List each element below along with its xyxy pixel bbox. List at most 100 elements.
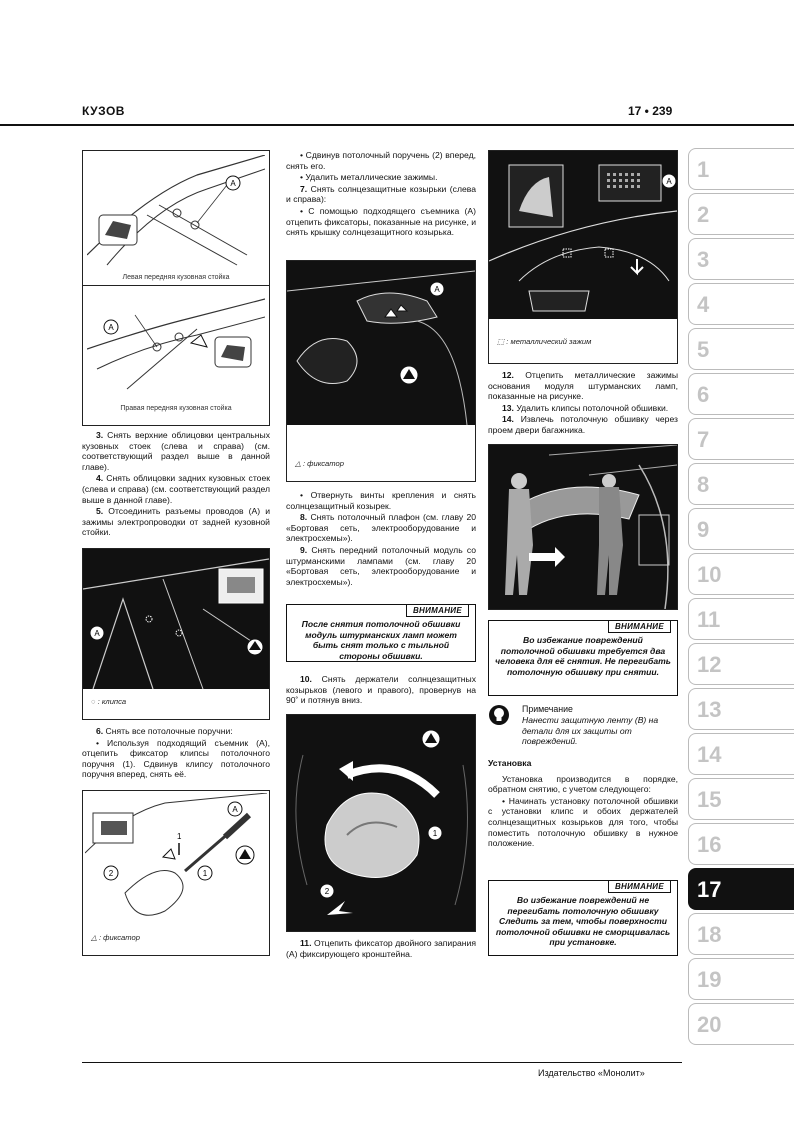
chapter-tab-16[interactable]: 16	[688, 823, 794, 865]
chapter-tab-12[interactable]: 12	[688, 643, 794, 685]
right-pillar-drawing: A	[87, 298, 265, 390]
figure-metal-clamps: A ⬚ : металлический зажим	[488, 150, 678, 364]
headliner-overlay	[505, 445, 677, 609]
chapter-tab-label: 13	[697, 697, 722, 722]
chapter-tab-15[interactable]: 15	[688, 778, 794, 820]
svg-text:2: 2	[109, 869, 114, 878]
svg-text:1: 1	[203, 869, 208, 878]
column-2-text-b: • Отвернуть винты крепления и снять солн…	[286, 490, 476, 588]
chapter-tab-label: 4	[697, 292, 710, 317]
svg-text:A: A	[434, 285, 440, 294]
warning-text-3: Во избежание повреждений не перегибать п…	[495, 895, 671, 948]
step-9: 9. Снять передний потолочный модуль со ш…	[286, 544, 476, 587]
clip-legend: ◌ : клипса	[91, 697, 127, 706]
step-5: 5. Отсоединить разъемы проводов (A) и за…	[82, 506, 270, 538]
left-pillar-drawing: A	[87, 155, 265, 266]
svg-text:1: 1	[433, 829, 438, 838]
chapter-tab-label: 20	[697, 1012, 722, 1037]
figure-grab-handle: A 2 1 1 △ : фиксатор	[82, 790, 270, 956]
column-2-text-d: 11. Отцепить фиксатор двойного запирания…	[286, 938, 476, 960]
chapter-tab-14[interactable]: 14	[688, 733, 794, 775]
chapter-tab-9[interactable]: 9	[688, 508, 794, 550]
svg-text:A: A	[108, 323, 114, 332]
svg-text:A: A	[232, 805, 238, 814]
left-pillar-caption: Левая передняя кузовная стойка	[122, 274, 230, 281]
bullet-slide-handle: • Сдвинув потолочный поручень (2) вперед…	[286, 150, 476, 171]
chapter-tab-label: 8	[697, 472, 710, 497]
install-bullet: • Начинать установку потолочной обшивки …	[488, 795, 678, 849]
note-title: Примечание	[522, 704, 573, 714]
chapter-tab-11[interactable]: 11	[688, 598, 794, 640]
chapter-tab-label: 6	[697, 382, 710, 407]
chapter-tab-20[interactable]: 20	[688, 1003, 794, 1045]
sunvisor-overlay: A	[287, 270, 475, 425]
section-title: КУЗОВ	[82, 104, 125, 118]
warning-text-2: Во избежание повреждений потолочной обши…	[495, 635, 671, 677]
chapter-tab-8[interactable]: 8	[688, 463, 794, 505]
figure-headliner-removal	[488, 444, 678, 610]
warning-box-3: ВНИМАНИЕ Во избежание повреждений не пер…	[488, 880, 678, 956]
chapter-tab-13[interactable]: 13	[688, 688, 794, 730]
warning-text: После снятия потолочной обшивки модуль ш…	[301, 619, 461, 661]
column-2-text-c: 10. Снять держатели солнцезащитных козыр…	[286, 674, 476, 707]
warning-box-2: ВНИМАНИЕ Во избежание повреждений потоло…	[488, 620, 678, 696]
footer-rule	[82, 1062, 682, 1063]
chapter-tab-label: 10	[697, 562, 722, 587]
svg-text:A: A	[230, 179, 236, 188]
chapter-tab-1[interactable]: 1	[688, 148, 794, 190]
chapter-tab-18[interactable]: 18	[688, 913, 794, 955]
figure-front-pillars: A Левая передняя кузовная стойка A Права…	[82, 150, 270, 426]
chapter-tab-label: 16	[697, 832, 722, 857]
chapter-tab-label: 1	[697, 157, 710, 182]
chapter-tab-4[interactable]: 4	[688, 283, 794, 325]
bullet-unscrew-visor: • Отвернуть винты крепления и снять солн…	[286, 490, 476, 511]
bullet-metal-clamps: • Удалить металлические зажимы.	[300, 172, 438, 183]
column-1-text-b: 6. Снять все потолочные поручни: • Испол…	[82, 726, 270, 781]
header-rule	[0, 124, 794, 126]
chapter-tab-3[interactable]: 3	[688, 238, 794, 280]
svg-text:2: 2	[325, 887, 330, 896]
right-pillar-caption: Правая передняя кузовная стойка	[120, 405, 232, 412]
column-2-text-a: • Сдвинув потолочный поручень (2) вперед…	[286, 150, 476, 239]
step-12: 12. Отцепить металлические зажимы основа…	[488, 370, 678, 402]
warning-title-3: ВНИМАНИЕ	[607, 880, 671, 893]
install-text: Установка производится в порядке, обратн…	[488, 773, 678, 795]
column-3-text-b: Установка Установка производится в поряд…	[488, 758, 678, 850]
step-11: 11. Отцепить фиксатор двойного запирания…	[286, 938, 476, 959]
chapter-tab-label: 14	[697, 742, 722, 767]
chapter-tab-label: 2	[697, 202, 710, 227]
chapter-tab-label: 11	[697, 607, 721, 632]
step-13: 13. Удалить клипсы потолочной обшивки.	[502, 402, 669, 413]
chapter-tab-2[interactable]: 2	[688, 193, 794, 235]
note-bulb-icon	[489, 705, 509, 725]
chapter-tab-label: 9	[697, 517, 710, 542]
chapter-tab-7[interactable]: 7	[688, 418, 794, 460]
metal-clamp-legend: ⬚ : металлический зажим	[497, 337, 592, 346]
chapter-tab-10[interactable]: 10	[688, 553, 794, 595]
chapter-tab-5[interactable]: 5	[688, 328, 794, 370]
step-10: 10. Снять держатели солнцезащитных козыр…	[286, 674, 476, 706]
chapter-tab-label: 19	[697, 967, 722, 992]
warning-box-1: ВНИМАНИЕ После снятия потолочной обшивки…	[286, 604, 476, 662]
grab-handle-drawing: A 2 1 1	[85, 793, 267, 916]
chapter-tab-label: 18	[697, 922, 722, 947]
step-7-bullet: • С помощью подходящего съемника (A) отц…	[286, 205, 477, 238]
step-14: 14. Извлечь потолочную обшивку через про…	[488, 414, 678, 435]
chapter-tab-6[interactable]: 6	[688, 373, 794, 415]
chapter-tab-label: 15	[697, 787, 722, 812]
warning-title: ВНИМАНИЕ	[405, 604, 469, 617]
install-heading: Установка	[488, 758, 532, 768]
chapter-tab-label: 7	[697, 427, 710, 452]
metal-clamps-overlay: A	[489, 164, 677, 312]
column-1-text-a: 3. Снять верхние облицовки центральных к…	[82, 430, 270, 539]
fixator-legend-1: △ : фиксатор	[91, 933, 140, 942]
step-3: 3. Снять верхние облицовки центральных к…	[82, 430, 270, 472]
figure-rear-pillar-clips: A ◌ : клипса	[82, 548, 270, 720]
chapter-tab-17[interactable]: 17	[688, 868, 794, 910]
fixator-legend-2: △ : фиксатор	[295, 459, 344, 468]
chapter-tab-label: 12	[697, 652, 722, 677]
step-7: 7. Снять солнцезащитные козырьки (слева …	[286, 183, 476, 205]
chapter-tab-label: 5	[697, 337, 710, 362]
figure-visor-holder: 1 2	[286, 714, 476, 932]
chapter-tab-19[interactable]: 19	[688, 958, 794, 1000]
